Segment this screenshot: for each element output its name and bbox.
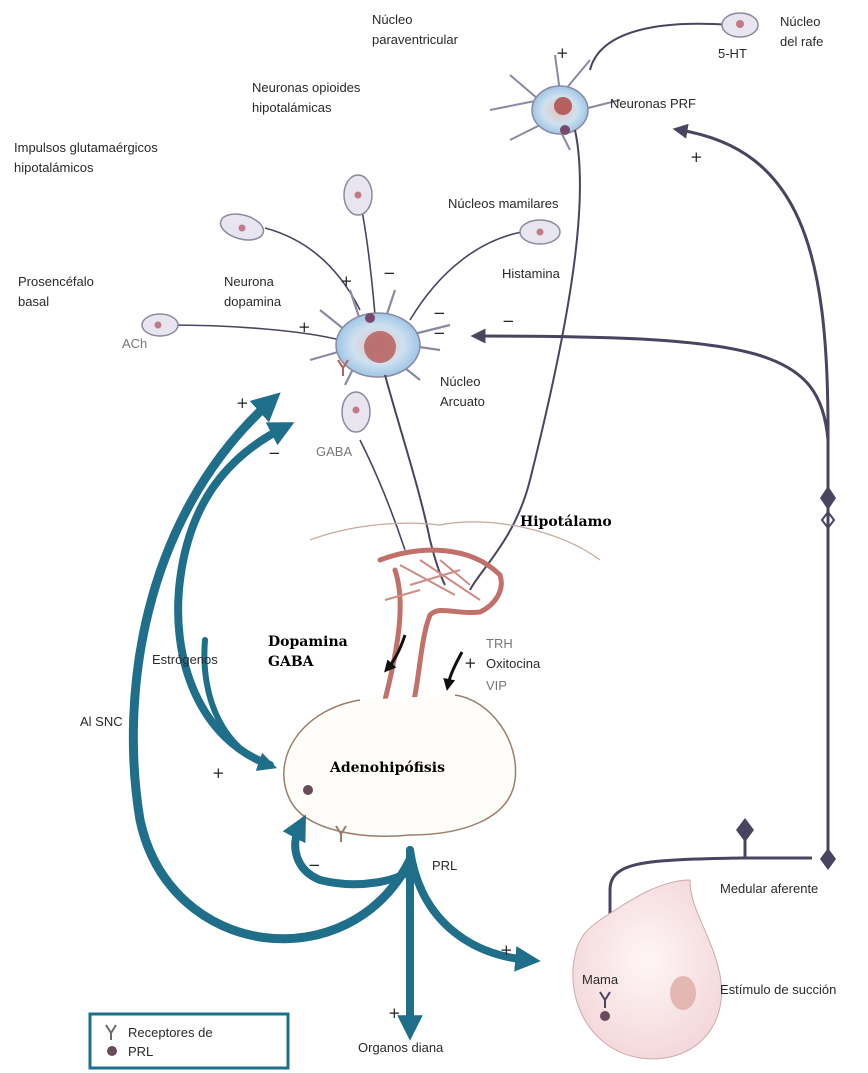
dopamine-nucleus: [364, 331, 396, 363]
breast: [573, 880, 722, 1059]
label-opioides-1: Neuronas opioides: [252, 80, 361, 95]
sign-plus-glutamate: +: [340, 272, 353, 290]
legend-cell-icon: [107, 1046, 117, 1056]
sign-minus-estrogen: −: [268, 444, 281, 462]
label-organos-diana: Organos diana: [358, 1040, 444, 1055]
sign-plus-paraventricular: +: [556, 44, 569, 62]
label-nucleo-rafe-1: Núcleo: [780, 14, 820, 29]
input-neurons: [142, 175, 560, 432]
sign-plus-ach: +: [298, 318, 311, 336]
label-prosencefalo-1: Prosencéfalo: [18, 274, 94, 289]
prf-nucleus-2: [560, 125, 570, 135]
label-neurona-dopamina-1: Neurona: [224, 274, 275, 289]
histamine-neuron-dot: [537, 229, 544, 236]
legend-line-2: PRL: [128, 1044, 153, 1059]
sign-plus-breast: +: [500, 941, 513, 959]
label-prosencefalo-2: basal: [18, 294, 49, 309]
label-estimulo: Estímulo de succión: [720, 982, 836, 997]
ach-neuron-dot: [155, 322, 162, 329]
sign-minus-prl: −: [308, 856, 321, 874]
afferent-pathway: [478, 130, 836, 930]
opioid-neuron-dot: [355, 192, 362, 199]
sign-plus-targets: +: [388, 1004, 401, 1022]
sign-minus-gaba: −: [433, 324, 446, 342]
arrow-to-snc-plus: [133, 402, 410, 939]
sign-plus-estrogen: +: [212, 764, 225, 782]
label-neuronas-prf: Neuronas PRF: [610, 96, 696, 111]
trh-release-arrow: [448, 652, 462, 685]
legend: Receptores de PRL: [90, 1014, 288, 1068]
breast-cell: [600, 1011, 610, 1021]
diamond-marker-4: [820, 848, 836, 870]
sign-plus-snc: +: [236, 394, 249, 412]
sign-minus-histamine: −: [433, 304, 446, 322]
label-mamilares: Núcleos mamilares: [448, 196, 559, 211]
label-glutamatergicos-2: hipotalámicos: [14, 160, 94, 175]
sign-minus-opioid: −: [383, 264, 396, 282]
legend-box: [90, 1014, 288, 1068]
breast-lobule: [670, 976, 696, 1010]
adenohypophysis-cell: [303, 785, 313, 795]
prf-nucleus: [554, 97, 572, 115]
legend-receptor-icon: [106, 1025, 116, 1040]
label-prl: PRL: [432, 858, 457, 873]
arrow-estrogen-minus: [178, 428, 283, 765]
sign-minus-afferent: −: [502, 312, 515, 330]
raphe-nucleus-dot: [736, 20, 744, 28]
label-mama: Mama: [582, 972, 619, 987]
label-adenohipofisis: Adenohipófisis: [329, 760, 445, 776]
gaba-neuron-dot: [353, 407, 360, 414]
label-trh: TRH: [486, 636, 513, 651]
label-nucleo-paraventricular-1: Núcleo: [372, 12, 412, 27]
sign-plus-oxitocina: +: [464, 654, 477, 672]
label-nucleo-arcuato-1: Núcleo: [440, 374, 480, 389]
breast-outline: [573, 880, 722, 1059]
dopamine-nucleolus: [365, 313, 375, 323]
signs: + + + − − + − − + − + + − + +: [212, 44, 703, 1022]
label-medular-aferente: Medular aferente: [720, 881, 818, 896]
label-neurona-dopamina-2: dopamina: [224, 294, 282, 309]
label-nucleo-arcuato-2: Arcuato: [440, 394, 485, 409]
label-glutamatergicos-1: Impulsos glutamaérgicos: [14, 140, 158, 155]
legend-line-1: Receptores de: [128, 1025, 213, 1040]
label-histamina: Histamina: [502, 266, 561, 281]
glutamate-neuron-dot: [239, 225, 246, 232]
label-dopamina: Dopamina: [268, 634, 348, 650]
afferent-to-dopamine: [478, 336, 828, 440]
label-oxitocina: Oxitocina: [486, 656, 541, 671]
dopamine-neuron: [168, 200, 522, 585]
diamond-marker-1: [820, 486, 836, 510]
label-opioides-2: hipotalámicas: [252, 100, 332, 115]
label-gaba-bold: GABA: [268, 654, 315, 670]
label-5ht: 5-HT: [718, 46, 747, 61]
label-vip: VIP: [486, 678, 507, 693]
label-estrogenos: Estrógenos: [152, 652, 218, 667]
label-ach: ACh: [122, 336, 147, 351]
afferent-to-prf: [680, 130, 828, 430]
label-al-snc: Al SNC: [80, 714, 123, 729]
raphe-axon: [590, 24, 730, 70]
sign-plus-prf: +: [690, 148, 703, 166]
label-nucleo-paraventricular-2: paraventricular: [372, 32, 459, 47]
gaba-axon: [360, 440, 405, 550]
label-gaba: GABA: [316, 444, 352, 459]
diamond-marker-3: [736, 818, 754, 842]
label-hipotalamo: Hipotálamo: [520, 514, 612, 530]
label-nucleo-rafe-2: del rafe: [780, 34, 823, 49]
